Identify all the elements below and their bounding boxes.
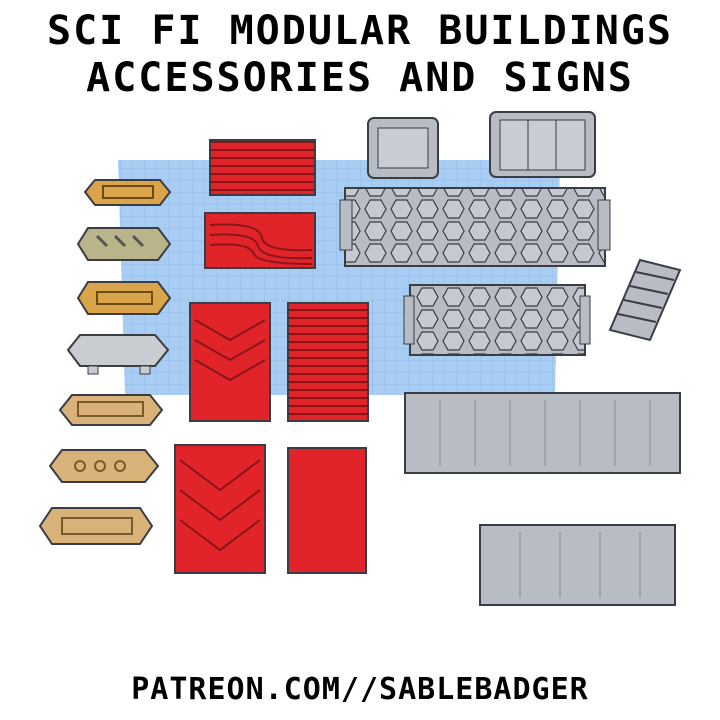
red-panel-5 xyxy=(174,444,266,574)
red-panel-3 xyxy=(189,302,271,422)
ladder xyxy=(608,258,682,342)
red-panel-2 xyxy=(204,212,316,269)
red-panel-4 xyxy=(287,302,369,422)
sign-plates xyxy=(38,179,172,545)
red-panel-6 xyxy=(287,447,367,574)
red-panel-1 xyxy=(209,139,316,196)
large-door-panel xyxy=(489,111,596,178)
sign-5 xyxy=(58,394,164,426)
floor-module-long xyxy=(404,392,681,474)
sign-3 xyxy=(76,281,172,315)
sign-7 xyxy=(38,507,154,545)
hex-wall-short xyxy=(403,284,591,356)
sign-2 xyxy=(76,227,172,261)
small-door-panel xyxy=(367,117,439,179)
sign-1 xyxy=(83,179,172,206)
hex-wall-long xyxy=(339,187,611,267)
floor-module-short xyxy=(479,524,676,606)
sign-6 xyxy=(48,449,160,483)
patreon-footer: PATREON.COM//SABLEBADGER xyxy=(131,672,589,707)
sign-4 xyxy=(66,334,170,375)
title-line-2: ACCESSORIES AND SIGNS xyxy=(86,55,634,101)
red-floor-panels xyxy=(174,139,369,574)
title-line-1: SCI FI MODULAR BUILDINGS xyxy=(47,8,673,54)
grey-modules xyxy=(339,111,682,606)
